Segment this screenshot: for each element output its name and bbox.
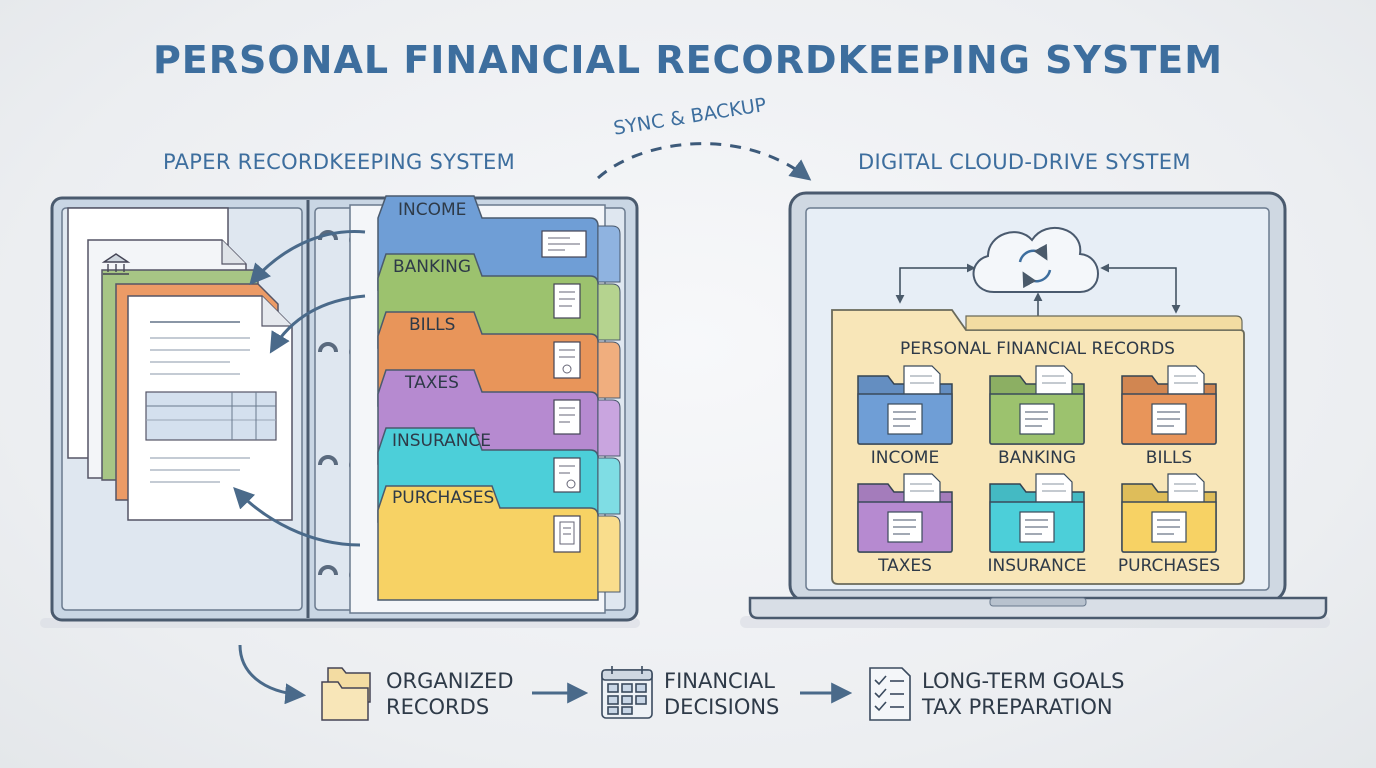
flow-step1-line2: RECORDS — [386, 695, 490, 719]
folder-purchases[interactable] — [1121, 473, 1217, 553]
flow-start-arrow — [238, 644, 307, 705]
page-title: PERSONAL FINANCIAL RECORDKEEPING SYSTEM — [152, 38, 1224, 82]
tab-label-taxes: TAXES — [405, 373, 459, 393]
tab-label-income: INCOME — [398, 200, 467, 220]
bank-icon — [101, 253, 131, 275]
flow-step-financial-decisions: FINANCIAL DECISIONS — [664, 668, 779, 720]
folder-banking[interactable] — [989, 365, 1085, 445]
loose-documents — [67, 207, 293, 521]
folder-label-banking: BANKING — [997, 448, 1077, 468]
flow-step1-line1: ORGANIZED — [386, 669, 514, 693]
folders-icon — [321, 667, 371, 721]
folder-label-purchases: PURCHASES — [1117, 556, 1221, 576]
folder-taxes[interactable] — [857, 473, 953, 553]
digital-system-heading: DIGITAL CLOUD-DRIVE SYSTEM — [858, 150, 1191, 174]
flow-step2-line2: DECISIONS — [664, 695, 780, 719]
calendar-icon — [601, 666, 653, 719]
sync-arrow — [596, 142, 812, 181]
flow-step2-line1: FINANCIAL — [664, 669, 775, 693]
folder-insurance[interactable] — [989, 473, 1085, 553]
records-folder-title: PERSONAL FINANCIAL RECORDS — [900, 339, 1175, 359]
tab-label-banking: BANKING — [393, 257, 472, 277]
flow-step3-line2: TAX PREPARATION — [922, 695, 1113, 719]
folder-label-bills: BILLS — [1145, 448, 1193, 468]
folder-label-taxes: TAXES — [878, 556, 932, 576]
checklist-icon — [869, 667, 911, 721]
flow-step-organized-records: ORGANIZED RECORDS — [386, 668, 514, 720]
flow-step3-line1: LONG-TERM GOALS — [922, 669, 1125, 693]
paper-system-heading: PAPER RECORDKEEPING SYSTEM — [163, 150, 516, 174]
flow-step-long-term-goals: LONG-TERM GOALS TAX PREPARATION — [922, 668, 1124, 720]
tab-label-purchases: PURCHASES — [392, 488, 495, 508]
divider-tab-purchases[interactable] — [377, 485, 621, 601]
tab-label-bills: BILLS — [409, 315, 456, 335]
folder-bills[interactable] — [1121, 365, 1217, 445]
paper-flow-arrows — [233, 230, 366, 547]
cloud-sync-icon — [972, 226, 1099, 293]
folder-label-income: INCOME — [870, 448, 940, 468]
folder-label-insurance: INSURANCE — [987, 556, 1087, 576]
tab-label-insurance: INSURANCE — [392, 431, 492, 451]
folder-income[interactable] — [857, 365, 953, 445]
